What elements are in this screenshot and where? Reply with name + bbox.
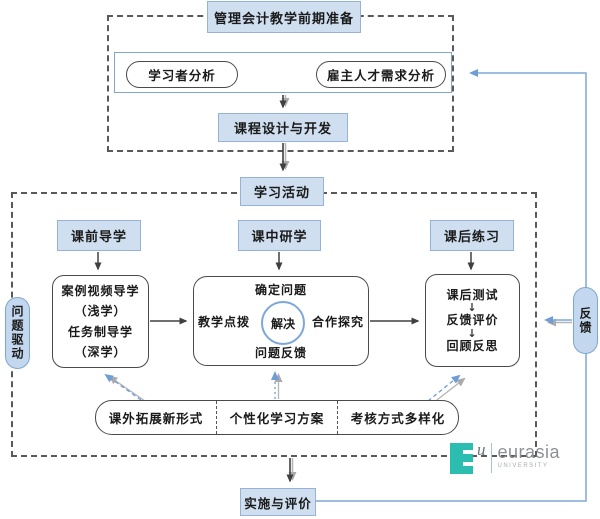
strategy-personalized: 个性化学习方案	[216, 401, 337, 434]
in-class-cycle-box: 确定问题 教学点拨 合作探究 问题反馈 解决	[193, 276, 369, 366]
implementation-evaluation-box: 实施与评价	[240, 488, 316, 516]
solve-label: 解决	[270, 316, 295, 331]
solve-circle: 解决	[261, 301, 305, 345]
after-class-content-box: 课后测试 ↓ 反馈评价 ↓ 回顾反思	[425, 274, 520, 367]
logo-name: eurasia	[497, 442, 561, 462]
pre-class-header-label: 课前导学	[70, 229, 127, 244]
cycle-step-identify-problem: 确定问题	[254, 283, 307, 297]
learning-activity-label: 学习活动	[253, 185, 310, 200]
logo-divider	[490, 443, 492, 473]
logo-wordmark: eurasia UNIVERSITY	[498, 443, 561, 469]
eurasia-logo-e-icon	[450, 443, 473, 474]
pre-class-line-2: （浅学）	[74, 304, 127, 319]
employer-analysis-label: 雇主人才需求分析	[326, 69, 435, 83]
cycle-step-teaching-guidance: 教学点拨	[198, 315, 251, 329]
learner-analysis-label: 学习者分析	[148, 69, 216, 83]
pre-class-content-box: 案例视频导学 （浅学） 任务制导学 （深学）	[52, 275, 149, 368]
after-class-line-1: 课后测试	[446, 287, 499, 302]
cycle-step-cooperative-inquiry: 合作探究	[311, 315, 364, 329]
feedback-capsule: 反馈	[573, 287, 598, 354]
down-arrow-icon: ↓	[467, 301, 478, 315]
support-strategies-bar: 课外拓展新形式 个性化学习方案 考核方式多样化	[95, 400, 459, 435]
logo-e-notch	[463, 450, 473, 454]
after-class-header-label: 课后练习	[443, 229, 500, 244]
employer-analysis-oval: 雇主人才需求分析	[316, 61, 446, 88]
logo-e-notch	[463, 462, 473, 466]
strategy-extracurricular-label: 课外拓展新形式	[108, 412, 204, 426]
in-class-header-label: 课中研学	[251, 229, 308, 244]
learning-activity-box: 学习活动	[240, 177, 324, 206]
learner-analysis-oval: 学习者分析	[126, 61, 238, 88]
after-class-line-2: 反馈评价	[446, 313, 499, 328]
course-design-box: 课程设计与开发	[218, 113, 348, 142]
strategy-assessment-label: 考核方式多样化	[350, 412, 446, 426]
problem-driven-capsule: 问题驱动	[5, 297, 30, 369]
pre-class-header-box: 课前导学	[57, 220, 141, 251]
pre-class-line-1: 案例视频导学	[61, 283, 140, 298]
feedback-label: 反馈	[578, 306, 592, 335]
strategy-assessment: 考核方式多样化	[337, 401, 458, 434]
pre-class-line-4: （深学）	[74, 344, 127, 359]
after-class-header-box: 课后练习	[430, 220, 514, 251]
after-class-line-3: 回顾反思	[446, 338, 499, 353]
strategy-personalized-label: 个性化学习方案	[229, 412, 325, 426]
down-arrow-icon: ↓	[467, 326, 478, 340]
problem-driven-label: 问题驱动	[10, 305, 24, 361]
preparation-title-box: 管理会计教学前期准备	[207, 1, 361, 33]
eurasia-logo-u-glyph: u	[477, 440, 486, 459]
eurasia-university-logo: u eurasia UNIVERSITY	[450, 440, 561, 474]
preparation-title: 管理会计教学前期准备	[213, 10, 354, 26]
course-design-label: 课程设计与开发	[233, 121, 332, 136]
cycle-step-problem-feedback: 问题反馈	[254, 346, 307, 360]
logo-subtitle: UNIVERSITY	[497, 463, 549, 469]
in-class-header-box: 课中研学	[238, 220, 321, 251]
pre-class-line-3: 任务制导学	[67, 324, 133, 339]
implementation-evaluation-label: 实施与评价	[244, 496, 312, 511]
strategy-extracurricular: 课外拓展新形式	[96, 401, 216, 434]
